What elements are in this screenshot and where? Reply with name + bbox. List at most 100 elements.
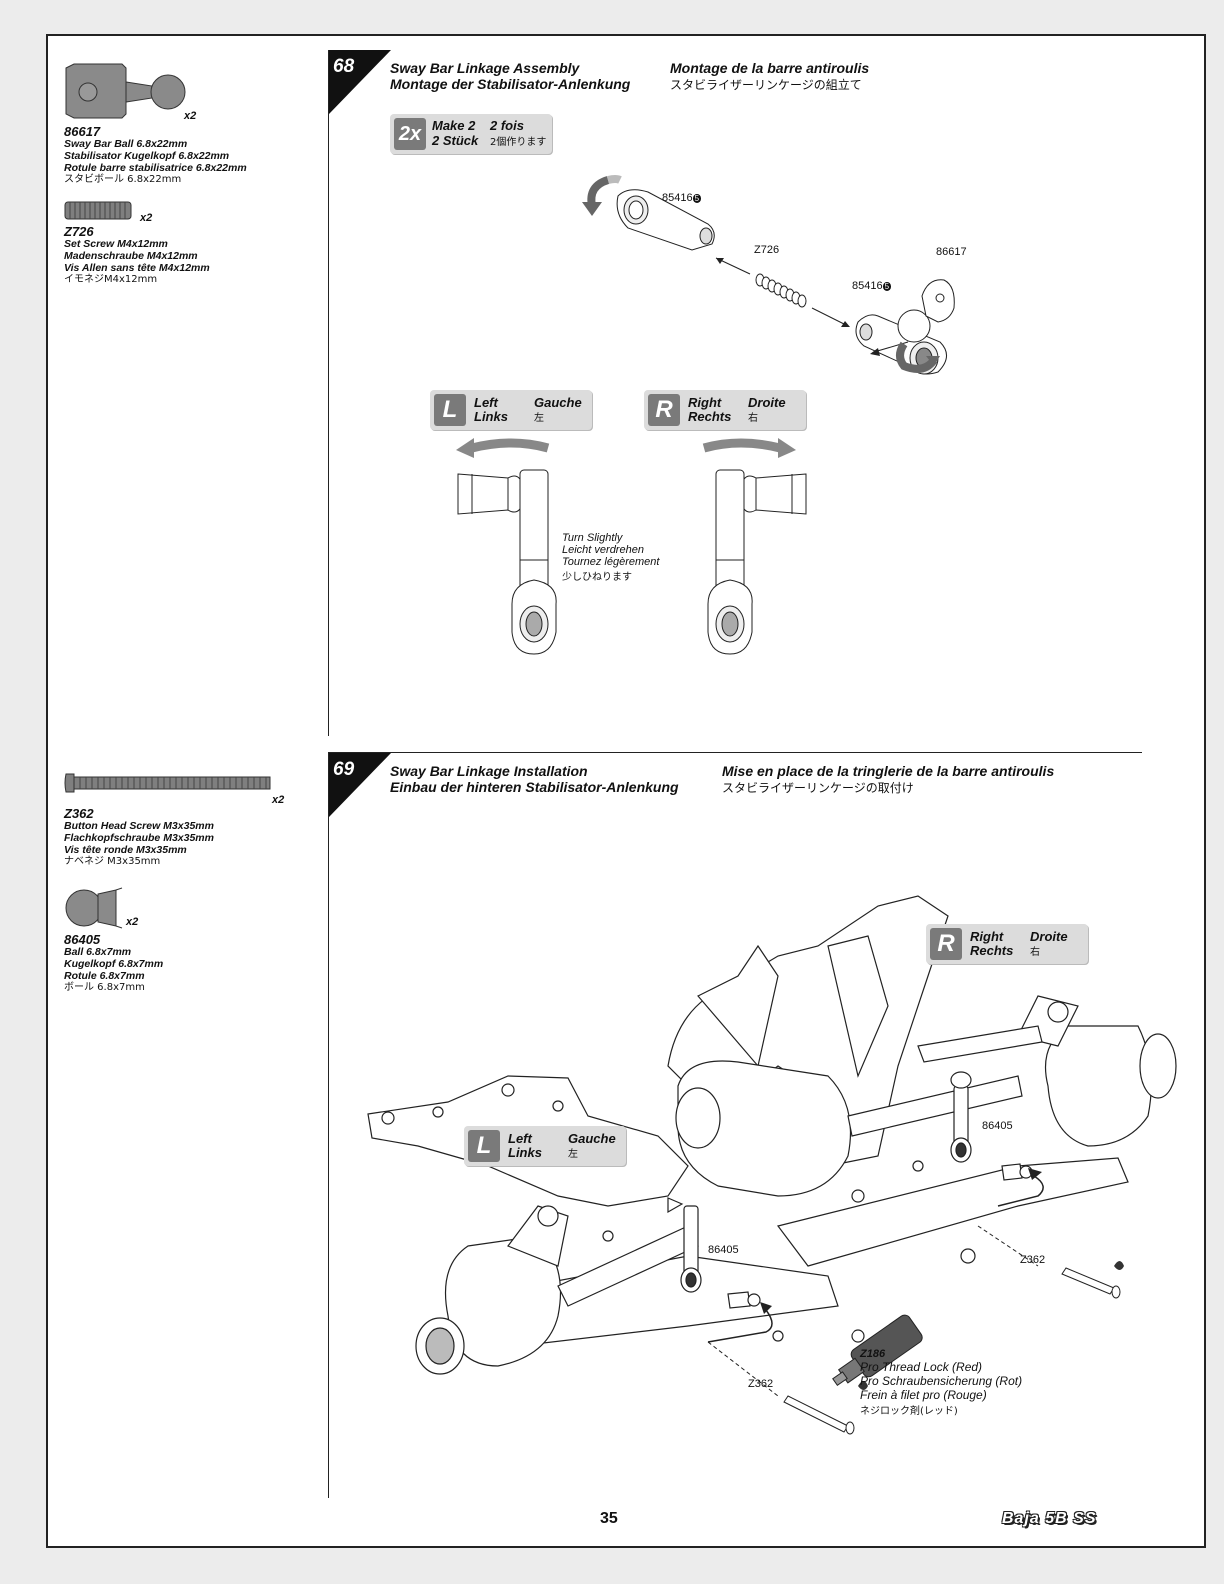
make-en: Make 2 [432, 118, 476, 133]
left-chip-68: L Left Gauche Links 左 [430, 390, 592, 430]
step-69-number: 69 [333, 759, 355, 780]
right-chip-68-en: Right [688, 395, 722, 410]
right-chip-69-de: Rechts [970, 943, 1014, 958]
part-86405-description: Ball 6.8x7mm Kugelkopf 6.8x7mm Rotule 6.… [64, 946, 324, 994]
baja-logo: Baja 5B SS [1002, 1510, 1097, 1527]
instruction-page: x2 86617 Sway Bar Ball 6.8x22mm Stabilis… [46, 34, 1206, 1548]
step-69-title-jp: スタビライザーリンケージの取付け [722, 781, 914, 795]
callout-rod-top-code: 85416 [662, 192, 693, 204]
part-z726-de: Madenschraube M4x12mm [64, 250, 198, 262]
column-divider-bottom [328, 752, 329, 1498]
left-chip-69-en: Left [508, 1131, 532, 1146]
step-68-title-en: Sway Bar Linkage Assembly [390, 60, 580, 76]
right-chip-69-en: Right [970, 929, 1004, 944]
left-chip-68-fr: Gauche [534, 395, 582, 410]
part-86405-fr: Rotule 6.8x7mm [64, 970, 145, 982]
threadlock-de: Pro Schraubensicherung (Rot) [860, 1374, 1023, 1388]
left-chip-68-letter: L [434, 394, 466, 426]
callout-screw-right: Z362 [1020, 1254, 1046, 1266]
turn-de: Leicht verdrehen [562, 544, 644, 556]
left-chip-68-jp: 左 [534, 413, 544, 424]
left-chip-69-jp: 左 [568, 1149, 578, 1160]
turn-right-arrow [702, 438, 796, 458]
right-chip-68-jp: 右 [748, 413, 758, 424]
callout-ball-right: 86405 [982, 1120, 1013, 1132]
right-chip-68-de: Rechts [688, 409, 732, 424]
left-chip-69-letter: L [468, 1130, 500, 1162]
step-68-title-jp: スタビライザーリンケージの組立て [670, 78, 862, 92]
turn-left-arrow [456, 438, 550, 458]
part-z726-qty: x2 [140, 212, 153, 224]
right-assembled-linkage [707, 469, 807, 655]
part-z362-jp: ナベネジ M3x35mm [64, 856, 161, 867]
step-68-title-de: Montage der Stabilisator-Anlenkung [390, 76, 631, 92]
turn-jp: 少しひねります [562, 572, 632, 583]
left-chip-68-de: Links [474, 409, 508, 424]
column-divider-top [328, 50, 329, 736]
left-assembled-linkage [457, 469, 557, 655]
part-z362-qty: x2 [272, 794, 285, 806]
part-86617-code: 86617 [64, 124, 101, 139]
callout-screw: Z726 [754, 244, 780, 256]
page-number: 35 [600, 1510, 618, 1527]
part-z362-code: Z362 [64, 806, 94, 821]
threadlock-note: Z186 Pro Thread Lock (Red) Pro Schrauben… [860, 1348, 1060, 1417]
threadlock-jp: ネジロック剤(レッド) [860, 1406, 958, 1417]
callout-rod-bottom-code: 85416 [852, 280, 883, 292]
step-69-title-de: Einbau der hinteren Stabilisator-Anlenku… [390, 779, 679, 795]
left-chip-68-en: Left [474, 395, 498, 410]
button-head-screw-icon [64, 773, 271, 793]
ball-end-drawing [870, 279, 955, 373]
callout-rod-bottom-num: 5 [882, 282, 892, 291]
right-chip-69: R Right Droite Rechts 右 [926, 924, 1088, 964]
step-divider [328, 752, 1142, 753]
right-chip-69-fr: Droite [1030, 929, 1068, 944]
part-z362-description: Button Head Screw M3x35mm Flachkopfschra… [64, 820, 324, 868]
callout-screw-left: Z362 [748, 1378, 774, 1390]
turn-slightly-note: Turn Slightly Leicht verdrehen Tournez l… [562, 532, 712, 583]
left-chip-69-fr: Gauche [568, 1131, 616, 1146]
part-z362-en: Button Head Screw M3x35mm [64, 820, 214, 832]
part-z726-en: Set Screw M4x12mm [64, 238, 168, 250]
part-86617-jp: スタビボール 6.8x22mm [64, 174, 182, 185]
part-86617-en: Sway Bar Ball 6.8x22mm [64, 138, 188, 150]
ball-icon [65, 887, 123, 929]
right-chip-69-jp: 右 [1030, 947, 1040, 958]
step-69-title-en: Sway Bar Linkage Installation [390, 763, 588, 779]
part-86405-code: 86405 [64, 932, 101, 947]
callout-ball: 86617 [936, 246, 967, 258]
make-2x-badge: 2x [394, 118, 426, 150]
right-chip-68: R Right Droite Rechts 右 [644, 390, 806, 430]
make-de: 2 Stück [432, 133, 479, 148]
turn-fr: Tournez légèrement [562, 556, 660, 568]
right-chip-68-fr: Droite [748, 395, 786, 410]
part-z726-description: Set Screw M4x12mm Madenschraube M4x12mm … [64, 238, 324, 286]
part-86405-jp: ボール 6.8x7mm [64, 982, 145, 993]
part-86617-de: Stabilisator Kugelkopf 6.8x22mm [64, 150, 230, 162]
callout-rod-top-num: 5 [692, 194, 702, 203]
step-68-title-fr: Montage de la barre antiroulis [670, 60, 870, 76]
step-68-badge [329, 50, 391, 114]
step-68-number: 68 [333, 56, 355, 77]
make-jp: 2個作ります [490, 137, 547, 148]
right-chip-69-letter: R [930, 928, 962, 960]
part-z726-fr: Vis Allen sans tête M4x12mm [64, 262, 210, 274]
turn-en: Turn Slightly [562, 532, 623, 544]
part-z362-de: Flachkopfschraube M3x35mm [64, 832, 214, 844]
sway-bar-ball-icon [65, 63, 186, 119]
right-chip-68-letter: R [648, 394, 680, 426]
part-86617-description: Sway Bar Ball 6.8x22mm Stabilisator Kuge… [64, 138, 324, 186]
make-2x-chip: 2x Make 2 2 fois 2 Stück 2個作ります [390, 114, 552, 154]
step-69-title-fr: Mise en place de la tringlerie de la bar… [722, 763, 1055, 779]
set-screw-icon [64, 201, 132, 220]
part-z726-jp: イモネジM4x12mm [64, 274, 158, 285]
part-86405-qty: x2 [126, 916, 139, 928]
part-z726-code: Z726 [64, 224, 94, 239]
callout-ball-left: 86405 [708, 1244, 739, 1256]
part-z362-fr: Vis tête ronde M3x35mm [64, 844, 187, 856]
left-chip-69-de: Links [508, 1145, 542, 1160]
part-86617-fr: Rotule barre stabilisatrice 6.8x22mm [64, 162, 247, 174]
threadlock-en: Pro Thread Lock (Red) [860, 1360, 983, 1374]
